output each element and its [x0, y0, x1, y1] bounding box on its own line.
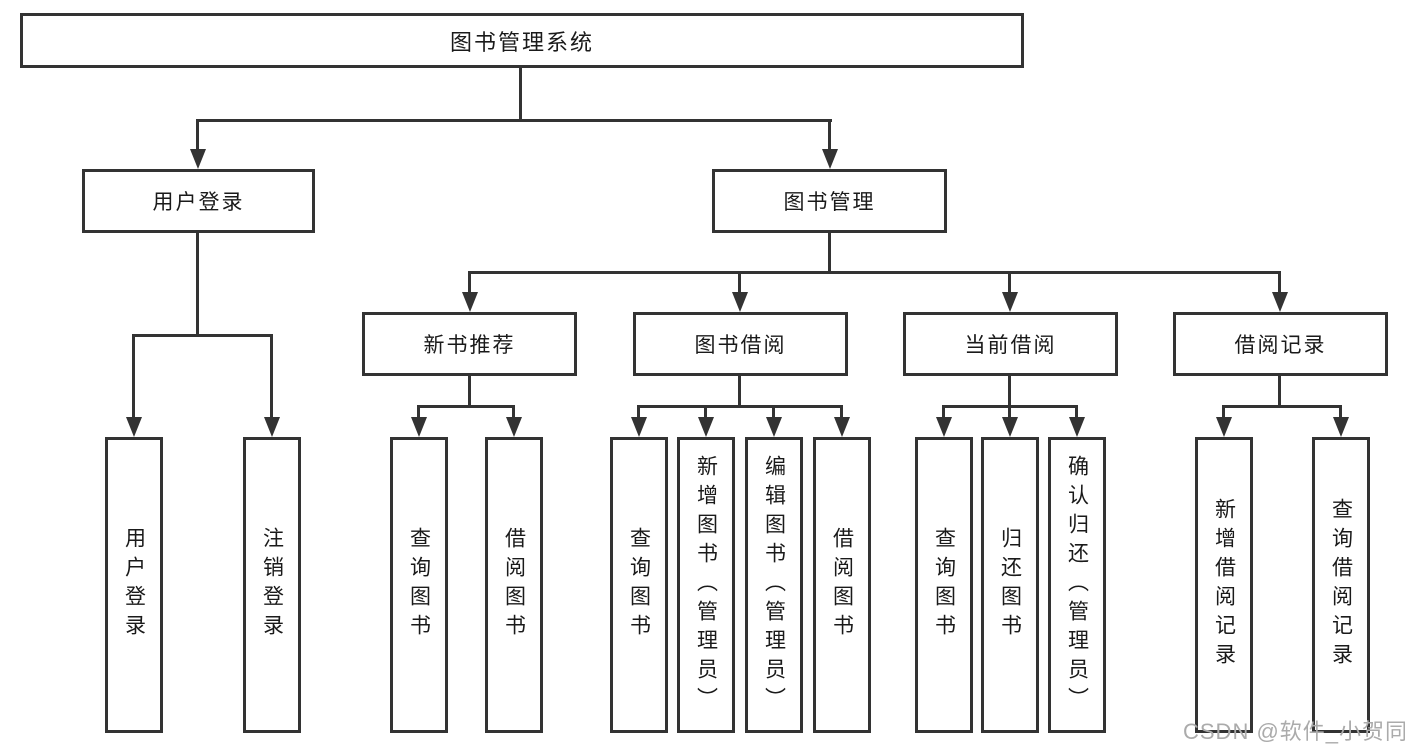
arrow-down-icon	[1278, 271, 1281, 292]
node-new-book-recommend: 新书推荐	[362, 312, 577, 376]
watermark: CSDN @软件_小贺同学	[1183, 719, 1405, 744]
arrow-down-icon	[1339, 405, 1342, 417]
connector-hline	[196, 119, 832, 122]
node-user-login: 用户登录	[82, 169, 315, 233]
leaf-label: 新增图书（管理员）	[694, 454, 718, 716]
arrow-down-icon	[704, 405, 707, 417]
arrow-down-icon	[132, 334, 135, 417]
leaf-query-book: 查询图书	[915, 437, 973, 733]
leaf-add-book-admin: 新增图书（管理员）	[677, 437, 735, 733]
leaf-label: 编辑图书（管理员）	[762, 454, 786, 716]
leaf-query-book: 查询图书	[610, 437, 668, 733]
arrow-down-icon	[196, 120, 199, 149]
connector-hline	[637, 405, 843, 408]
leaf-logout: 注销登录	[243, 437, 301, 733]
arrow-down-icon	[942, 405, 945, 417]
leaf-label: 用户登录	[122, 527, 146, 643]
arrow-down-icon	[512, 405, 515, 417]
leaf-label: 查询图书	[407, 527, 431, 643]
arrow-down-icon	[417, 405, 420, 417]
arrow-down-icon	[772, 405, 775, 417]
leaf-borrow-book: 借阅图书	[485, 437, 543, 733]
node-borrow-record: 借阅记录	[1173, 312, 1388, 376]
leaf-add-borrow-record: 新增借阅记录	[1195, 437, 1253, 733]
leaf-label: 归还图书	[998, 527, 1022, 643]
node-book-borrow: 图书借阅	[633, 312, 848, 376]
node-current-borrow: 当前借阅	[903, 312, 1118, 376]
connector-hline	[1222, 405, 1342, 408]
leaf-label: 借阅图书	[502, 527, 526, 643]
arrow-down-icon	[840, 405, 843, 417]
leaf-edit-book-admin: 编辑图书（管理员）	[745, 437, 803, 733]
arrow-down-icon	[1075, 405, 1078, 417]
connector-hline	[468, 271, 1281, 274]
arrow-down-icon	[270, 334, 273, 417]
connector-vline	[468, 376, 471, 407]
leaf-query-borrow-record: 查询借阅记录	[1312, 437, 1370, 733]
leaf-label: 查询借阅记录	[1329, 498, 1353, 672]
leaf-label: 新增借阅记录	[1212, 498, 1236, 672]
node-book-management: 图书管理	[712, 169, 947, 233]
leaf-user-login: 用户登录	[105, 437, 163, 733]
leaf-label: 借阅图书	[830, 527, 854, 643]
arrow-down-icon	[1008, 405, 1011, 417]
arrow-down-icon	[468, 271, 471, 292]
leaf-borrow-book: 借阅图书	[813, 437, 871, 733]
node-root-library-system: 图书管理系统	[20, 13, 1024, 68]
leaf-confirm-return-admin: 确认归还（管理员）	[1048, 437, 1106, 733]
arrow-down-icon	[637, 405, 640, 417]
connector-vline	[738, 376, 741, 407]
arrow-down-icon	[1008, 271, 1011, 292]
leaf-label: 确认归还（管理员）	[1065, 454, 1089, 716]
arrow-down-icon	[1222, 405, 1225, 417]
connector-vline	[828, 233, 831, 273]
connector-hline	[132, 334, 273, 337]
connector-vline	[196, 233, 199, 336]
leaf-query-book: 查询图书	[390, 437, 448, 733]
leaf-return-book: 归还图书	[981, 437, 1039, 733]
leaf-label: 查询图书	[627, 527, 651, 643]
connector-vline	[519, 68, 522, 121]
arrow-down-icon	[738, 271, 741, 292]
leaf-label: 注销登录	[260, 527, 284, 643]
leaf-label: 查询图书	[932, 527, 956, 643]
connector-vline	[1008, 376, 1011, 407]
connector-vline	[1278, 376, 1281, 407]
arrow-down-icon	[828, 120, 831, 149]
connector-hline	[417, 405, 515, 408]
